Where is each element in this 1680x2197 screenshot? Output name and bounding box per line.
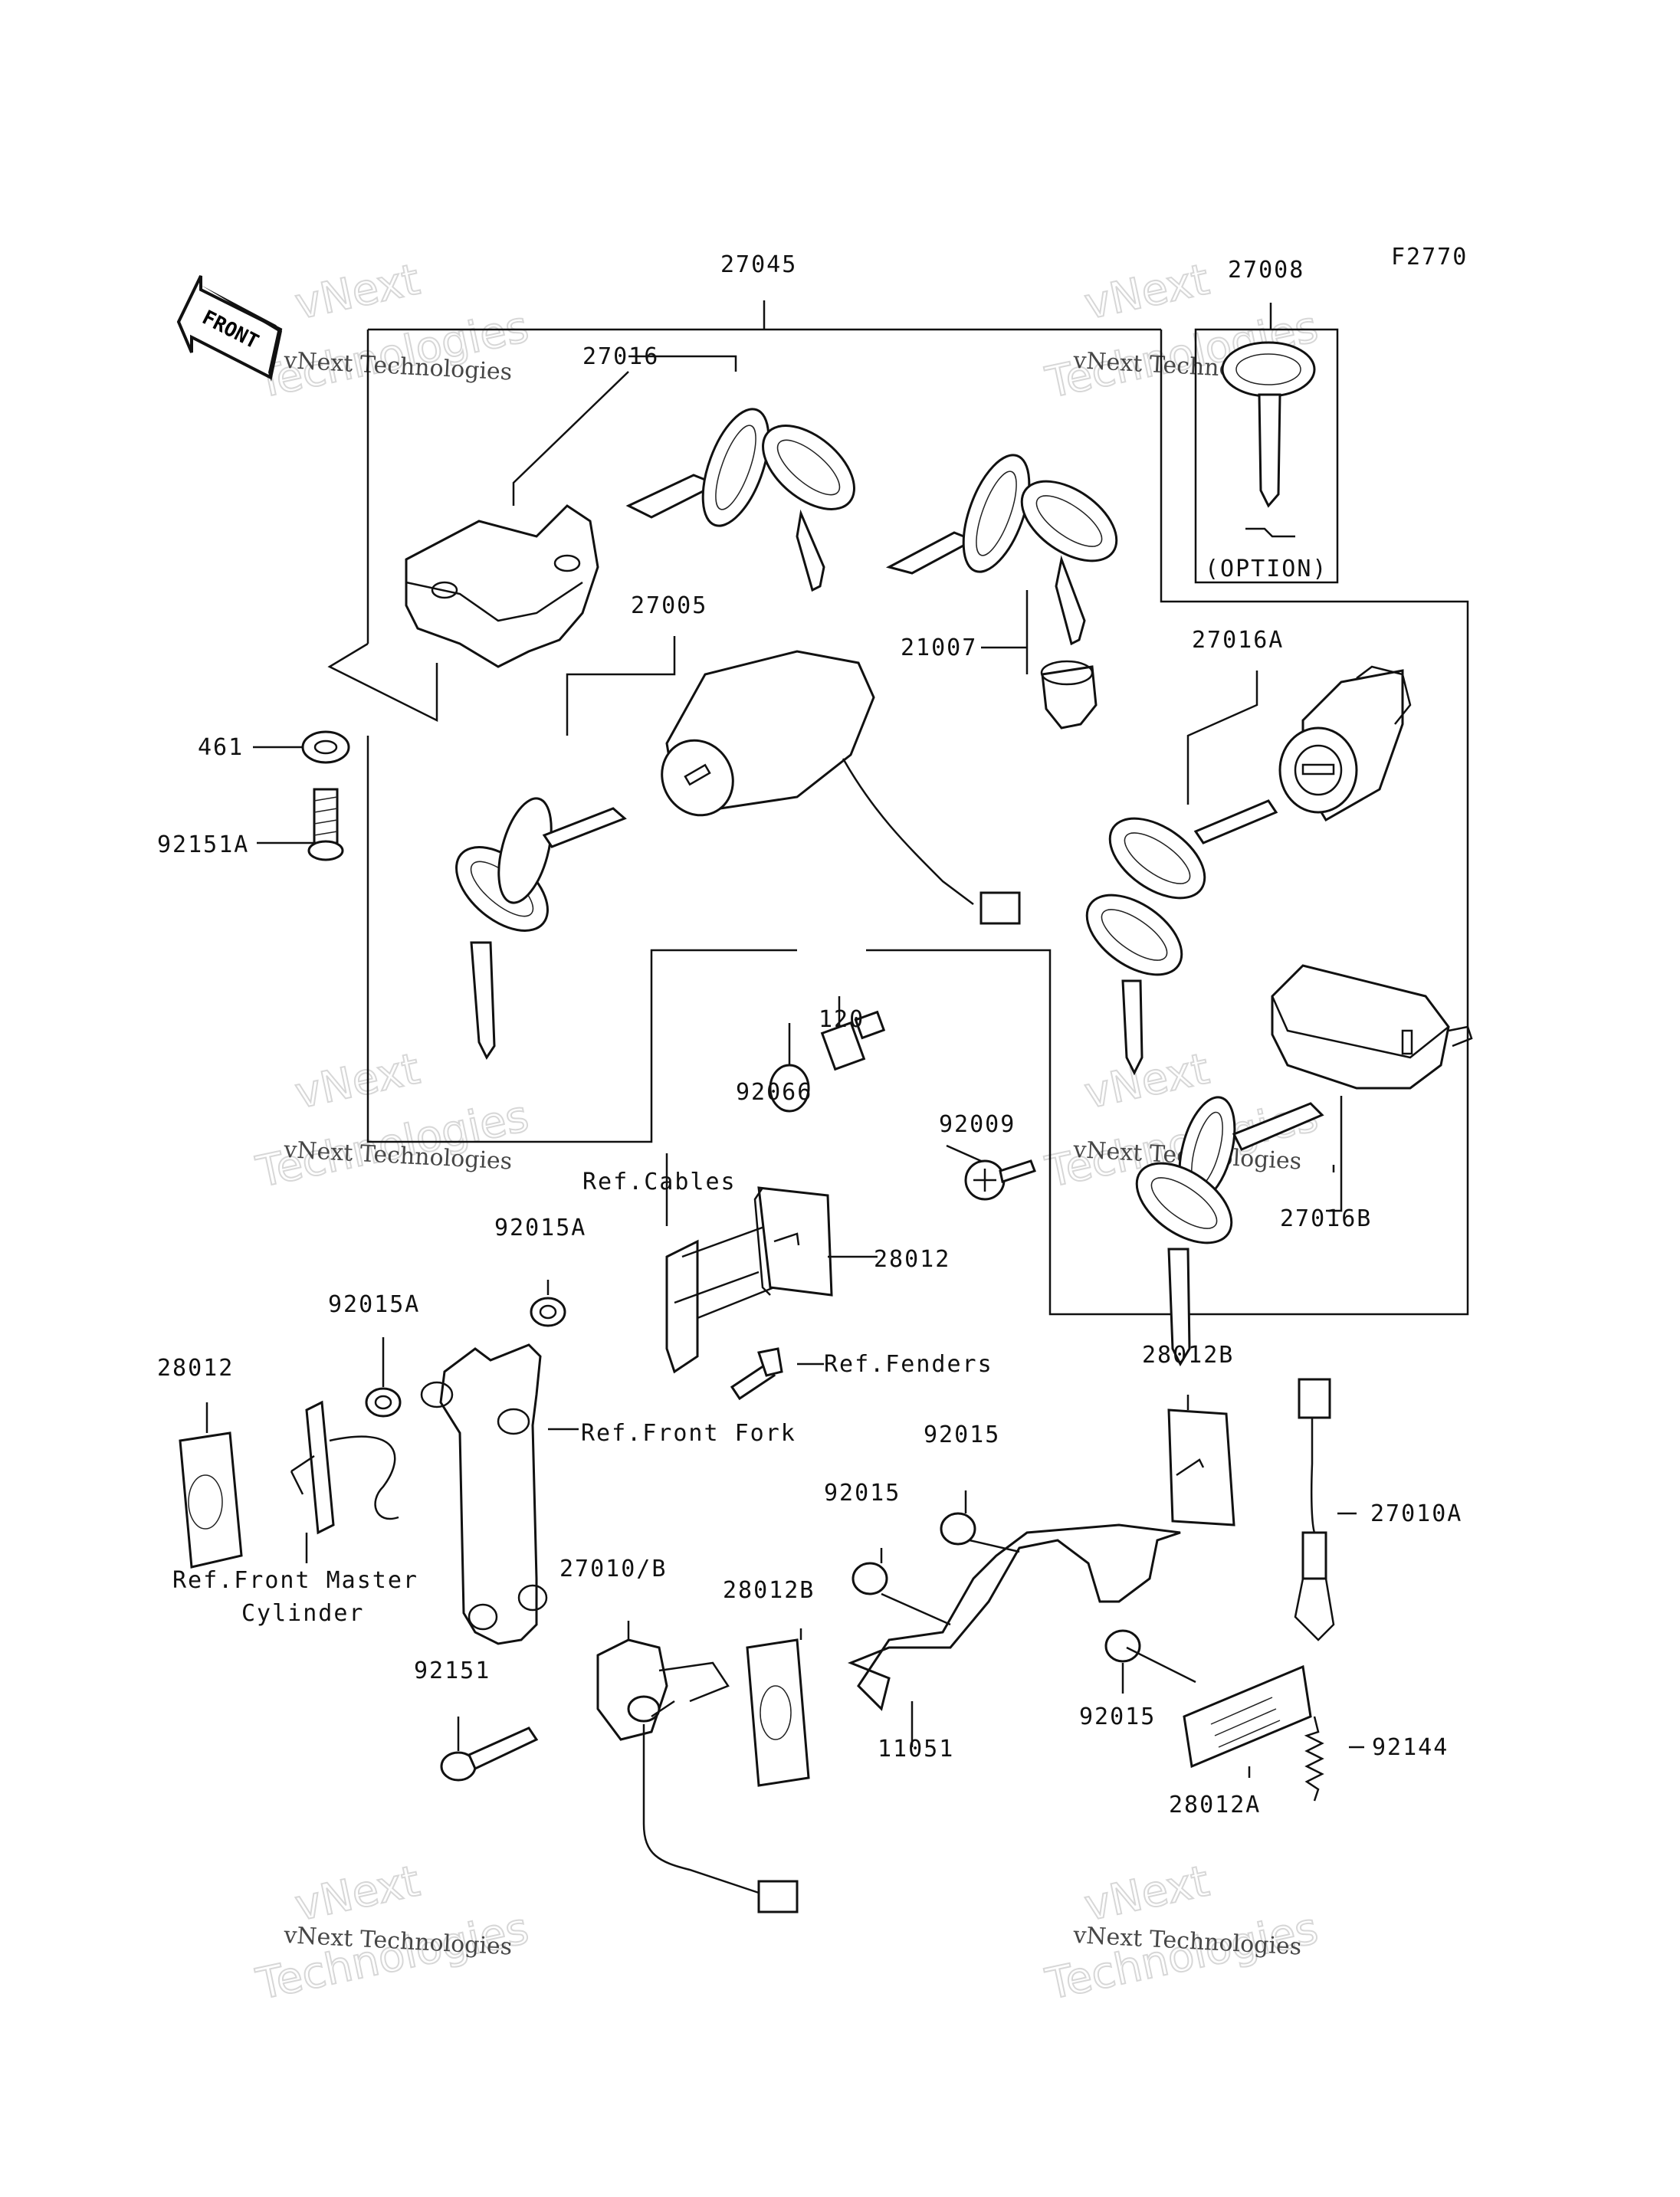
watermark-big-1: vNext bbox=[291, 1044, 425, 1119]
watermark-big-1: vNext bbox=[291, 254, 425, 330]
seat-lock-housing bbox=[405, 504, 599, 668]
tank-lock-27016B bbox=[1271, 964, 1473, 1090]
ignition-switch-27005 bbox=[661, 650, 1021, 925]
reflector-28012-top bbox=[753, 1186, 833, 1297]
key-pair-21007 bbox=[885, 454, 1118, 646]
label-92151: 92151 bbox=[414, 1658, 491, 1684]
label-28012B-1: 28012B bbox=[1142, 1342, 1234, 1369]
label-27010A: 27010A bbox=[1370, 1500, 1462, 1527]
label-461: 461 bbox=[198, 734, 244, 761]
label-27016: 27016 bbox=[582, 343, 659, 370]
watermark-big-1: vNext bbox=[291, 1856, 425, 1931]
bolt-ref-fenders bbox=[730, 1347, 783, 1401]
key-pair-27016A bbox=[1085, 799, 1278, 1076]
label-27005: 27005 bbox=[631, 592, 707, 619]
key-pair-27016B bbox=[1135, 1096, 1324, 1367]
bolt-120 bbox=[820, 1010, 886, 1071]
label-ref-cylinder: Cylinder bbox=[241, 1600, 365, 1627]
label-21007: 21007 bbox=[901, 635, 977, 661]
nut-92015-3 bbox=[1104, 1629, 1141, 1663]
label-27010B: 27010/B bbox=[559, 1556, 667, 1582]
label-28012-2: 28012 bbox=[157, 1355, 234, 1382]
bracket-11051 bbox=[847, 1523, 1181, 1711]
switch-27010A bbox=[1294, 1378, 1335, 1641]
label-92015-1: 92015 bbox=[924, 1421, 1000, 1448]
label-ref-fenders: Ref.Fenders bbox=[824, 1351, 993, 1378]
option-key-27008 bbox=[1221, 341, 1316, 538]
option-box-27008: (OPTION) bbox=[1194, 303, 1339, 584]
label-28012-1: 28012 bbox=[874, 1246, 950, 1273]
label-92144: 92144 bbox=[1372, 1734, 1449, 1761]
nut-92015-2 bbox=[851, 1562, 888, 1595]
bolt-92151A bbox=[307, 788, 344, 861]
label-ref-cables: Ref.Cables bbox=[582, 1169, 737, 1195]
washer-461 bbox=[301, 730, 350, 764]
bracket-ref-cables bbox=[665, 1225, 776, 1374]
reflector-28012B-right bbox=[1167, 1408, 1235, 1526]
part-labels: 27045 27008 27016 27005 21007 27016A 461… bbox=[157, 251, 1462, 1818]
front-fork bbox=[420, 1343, 548, 1645]
label-92015A-2: 92015A bbox=[328, 1291, 420, 1318]
label-28012B-2: 28012B bbox=[723, 1577, 815, 1604]
figure-code: F2770 bbox=[1391, 244, 1468, 271]
label-92015-3: 92015 bbox=[1079, 1703, 1156, 1730]
label-27016B: 27016B bbox=[1280, 1205, 1372, 1232]
watermark-big-1: vNext bbox=[1081, 1856, 1214, 1931]
lock-cap-21007 bbox=[1040, 660, 1098, 730]
key-pair-27005 bbox=[455, 797, 627, 1060]
label-27045: 27045 bbox=[720, 251, 797, 278]
bracket-front-master-cylinder bbox=[290, 1400, 399, 1535]
label-92151A: 92151A bbox=[157, 831, 249, 858]
switch-27010B bbox=[596, 1638, 799, 1913]
label-ref-front-master: Ref.Front Master bbox=[172, 1567, 418, 1594]
leader-lines bbox=[205, 355, 1364, 1778]
watermark-bottom-left: vNext Technologies bbox=[251, 1855, 533, 2010]
front-arrow-icon: FRONT bbox=[176, 275, 283, 382]
label-120: 120 bbox=[819, 1006, 865, 1033]
option-label: (OPTION) bbox=[1205, 556, 1328, 582]
assembly-box-27045 bbox=[327, 300, 1469, 1316]
nut-92015A-2 bbox=[365, 1387, 402, 1418]
label-92015-2: 92015 bbox=[824, 1480, 901, 1507]
watermark-big-1: vNext bbox=[1081, 1044, 1214, 1119]
label-11051: 11051 bbox=[878, 1736, 954, 1763]
bolt-92151 bbox=[440, 1726, 539, 1782]
label-ref-front-fork: Ref.Front Fork bbox=[581, 1420, 796, 1447]
watermark-bottom-right: vNext Technologies bbox=[1041, 1855, 1323, 2010]
spring-92144 bbox=[1304, 1716, 1324, 1802]
watermark-big-1: vNext bbox=[1081, 254, 1214, 330]
label-92066: 92066 bbox=[736, 1079, 812, 1106]
reflector-28012-left bbox=[179, 1431, 243, 1569]
label-92009: 92009 bbox=[939, 1111, 1016, 1138]
key-pair-27016 bbox=[625, 408, 855, 592]
label-27008: 27008 bbox=[1228, 257, 1304, 284]
seat-lock-cylinder-27016A bbox=[1278, 665, 1412, 822]
label-28012A: 28012A bbox=[1169, 1792, 1261, 1818]
label-27016A: 27016A bbox=[1192, 627, 1284, 654]
label-92015A-1: 92015A bbox=[494, 1215, 586, 1241]
nut-92015-1 bbox=[940, 1512, 976, 1546]
nut-92015A-1 bbox=[530, 1297, 566, 1327]
reflector-28012A bbox=[1183, 1664, 1312, 1769]
reflector-28012B-center bbox=[746, 1638, 810, 1787]
screw-92009 bbox=[964, 1159, 1036, 1201]
